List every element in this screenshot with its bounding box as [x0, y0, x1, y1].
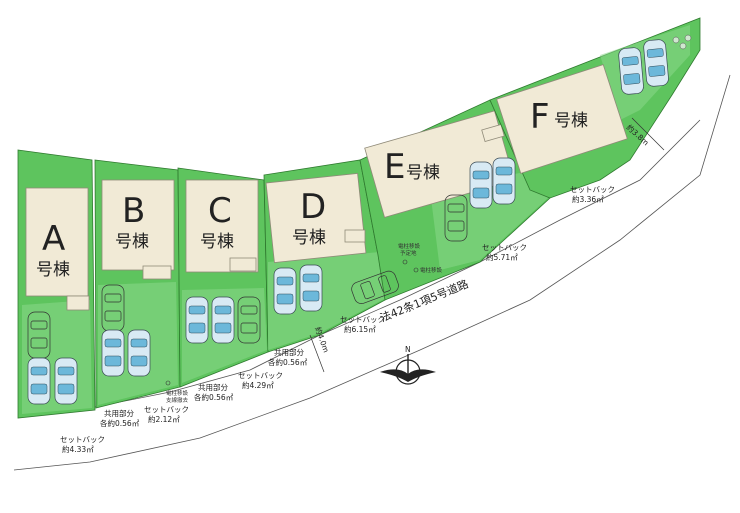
lot-c-letter: C [208, 191, 232, 231]
parked-car-icon [185, 296, 209, 344]
lot-c-suffix: 号棟 [200, 232, 234, 252]
shared-3-title: 共用部分 [274, 347, 304, 357]
pole-note-1: 電柱移設 支線撤去 [165, 380, 189, 404]
road-upper-edge [17, 119, 701, 416]
setback-3-title: セットバック [238, 371, 283, 380]
lot-e-porch [481, 123, 505, 143]
road-width-2-line [631, 117, 665, 151]
lot-d-label: D 号棟 [292, 187, 326, 248]
pole-2-line2: 予定地 [400, 249, 417, 257]
lot-d-porch [344, 229, 366, 243]
parked-car-icon [211, 296, 235, 344]
parked-car-icon [27, 357, 51, 405]
tree-icon [672, 36, 680, 44]
lot-f-label: F 号棟 [530, 97, 588, 137]
parked-car-icon [643, 39, 669, 87]
lot-a-label: A 号棟 [36, 219, 70, 280]
pole-2-line1: 電柱移設 [398, 242, 421, 250]
tree-icon [684, 34, 692, 42]
parking-cars [27, 39, 669, 405]
setback-6-value: 約3.36㎡ [572, 194, 604, 204]
setback-5-value: 約5.71㎡ [486, 252, 518, 262]
parked-car-icon [273, 267, 297, 315]
shared-2-title: 共用部分 [198, 382, 228, 392]
parking-space-outline-icon [351, 270, 399, 304]
setback-4-title: セットバック [340, 315, 385, 324]
setback-1-value: 約4.33㎡ [62, 444, 94, 454]
lot-b-suffix: 号棟 [115, 232, 149, 252]
pole-note-2: 電柱移設 予定地 [398, 242, 421, 265]
lot-a-house [25, 187, 89, 297]
pole-note-3: 電柱移設 [413, 266, 443, 274]
lot-e-driveway [430, 172, 548, 270]
lot-f-suffix: 号棟 [554, 111, 588, 131]
lot-e-suffix: 号棟 [406, 163, 440, 183]
shared-note-3: 共用部分 各約0.56㎡ [268, 347, 308, 367]
lot-d-letter: D [300, 187, 326, 227]
shared-1-title: 共用部分 [104, 408, 134, 418]
pole-1-line2: 支線撤去 [166, 396, 189, 404]
lot-c-house [185, 179, 259, 273]
tree-icon [679, 42, 687, 50]
parked-car-icon [127, 329, 151, 377]
lot-d-house [265, 172, 367, 264]
parking-space-outline-icon [237, 296, 261, 344]
setback-1-title: セットバック [60, 435, 105, 444]
parking-space-outline-icon [444, 194, 468, 242]
lot-b-letter: B [122, 191, 145, 231]
lot-d-suffix: 号棟 [292, 228, 326, 248]
lot-e-letter: E [384, 147, 405, 187]
pole-1-line1: 電柱移設 [166, 389, 189, 397]
lot-b-porch [142, 265, 172, 280]
lot-e-label: E 号棟 [384, 147, 440, 187]
shared-3-value: 各約0.56㎡ [268, 357, 308, 367]
setback-note-2: セットバック 約2.12㎡ [144, 405, 189, 424]
setback-note-3: セットバック 約4.29㎡ [238, 371, 283, 390]
lot-a-letter: A [42, 219, 65, 259]
tree-cluster [672, 34, 692, 50]
lot-c-label: C 号棟 [200, 191, 234, 252]
shared-1-value: 各約0.56㎡ [100, 418, 140, 428]
north-compass: N [380, 345, 436, 385]
lot-f-driveway [600, 25, 690, 120]
lot-a-suffix: 号棟 [36, 260, 70, 280]
lot-b-label: B 号棟 [115, 191, 149, 252]
setback-5-title: セットバック [482, 243, 527, 252]
lot-b-house [101, 179, 175, 271]
setback-note-5: セットバック 約5.71㎡ [482, 243, 527, 262]
compass-north: N [405, 345, 411, 354]
pole-1-icon [165, 380, 171, 386]
setback-note-4: セットバック 約6.15㎡ [340, 315, 385, 334]
setback-6-title: セットバック [570, 185, 615, 194]
setback-3-value: 約4.29㎡ [242, 380, 274, 390]
parked-car-icon [299, 264, 323, 312]
shared-2-value: 各約0.56㎡ [194, 392, 234, 402]
parked-car-icon [54, 357, 78, 405]
parked-car-icon [469, 161, 493, 209]
setback-2-value: 約2.12㎡ [148, 414, 180, 424]
pole-2-icon [402, 259, 408, 265]
setback-2-title: セットバック [144, 405, 189, 414]
shared-note-1: 共用部分 各約0.56㎡ [100, 408, 140, 428]
lot-f-house [496, 64, 628, 174]
shared-note-2: 共用部分 各約0.56㎡ [194, 382, 234, 402]
lot-d-driveway [268, 252, 386, 350]
pole-3-icon [413, 267, 419, 273]
setback-4-value: 約6.15㎡ [344, 324, 376, 334]
pole-3-line1: 電柱移設 [420, 266, 443, 274]
parked-car-icon [618, 47, 644, 95]
road-lower-edge [13, 74, 731, 471]
setback-note-6: セットバック 約3.36㎡ [570, 185, 615, 204]
road-width-1-line [309, 334, 325, 373]
parked-car-icon [492, 157, 516, 205]
lot-c-porch [229, 257, 257, 272]
lot-f-letter: F [530, 97, 550, 137]
lot-a-porch [66, 295, 90, 311]
compass-wing-icon [380, 369, 436, 382]
parked-car-icon [101, 329, 125, 377]
setback-note-1: セットバック 約4.33㎡ [60, 435, 105, 454]
